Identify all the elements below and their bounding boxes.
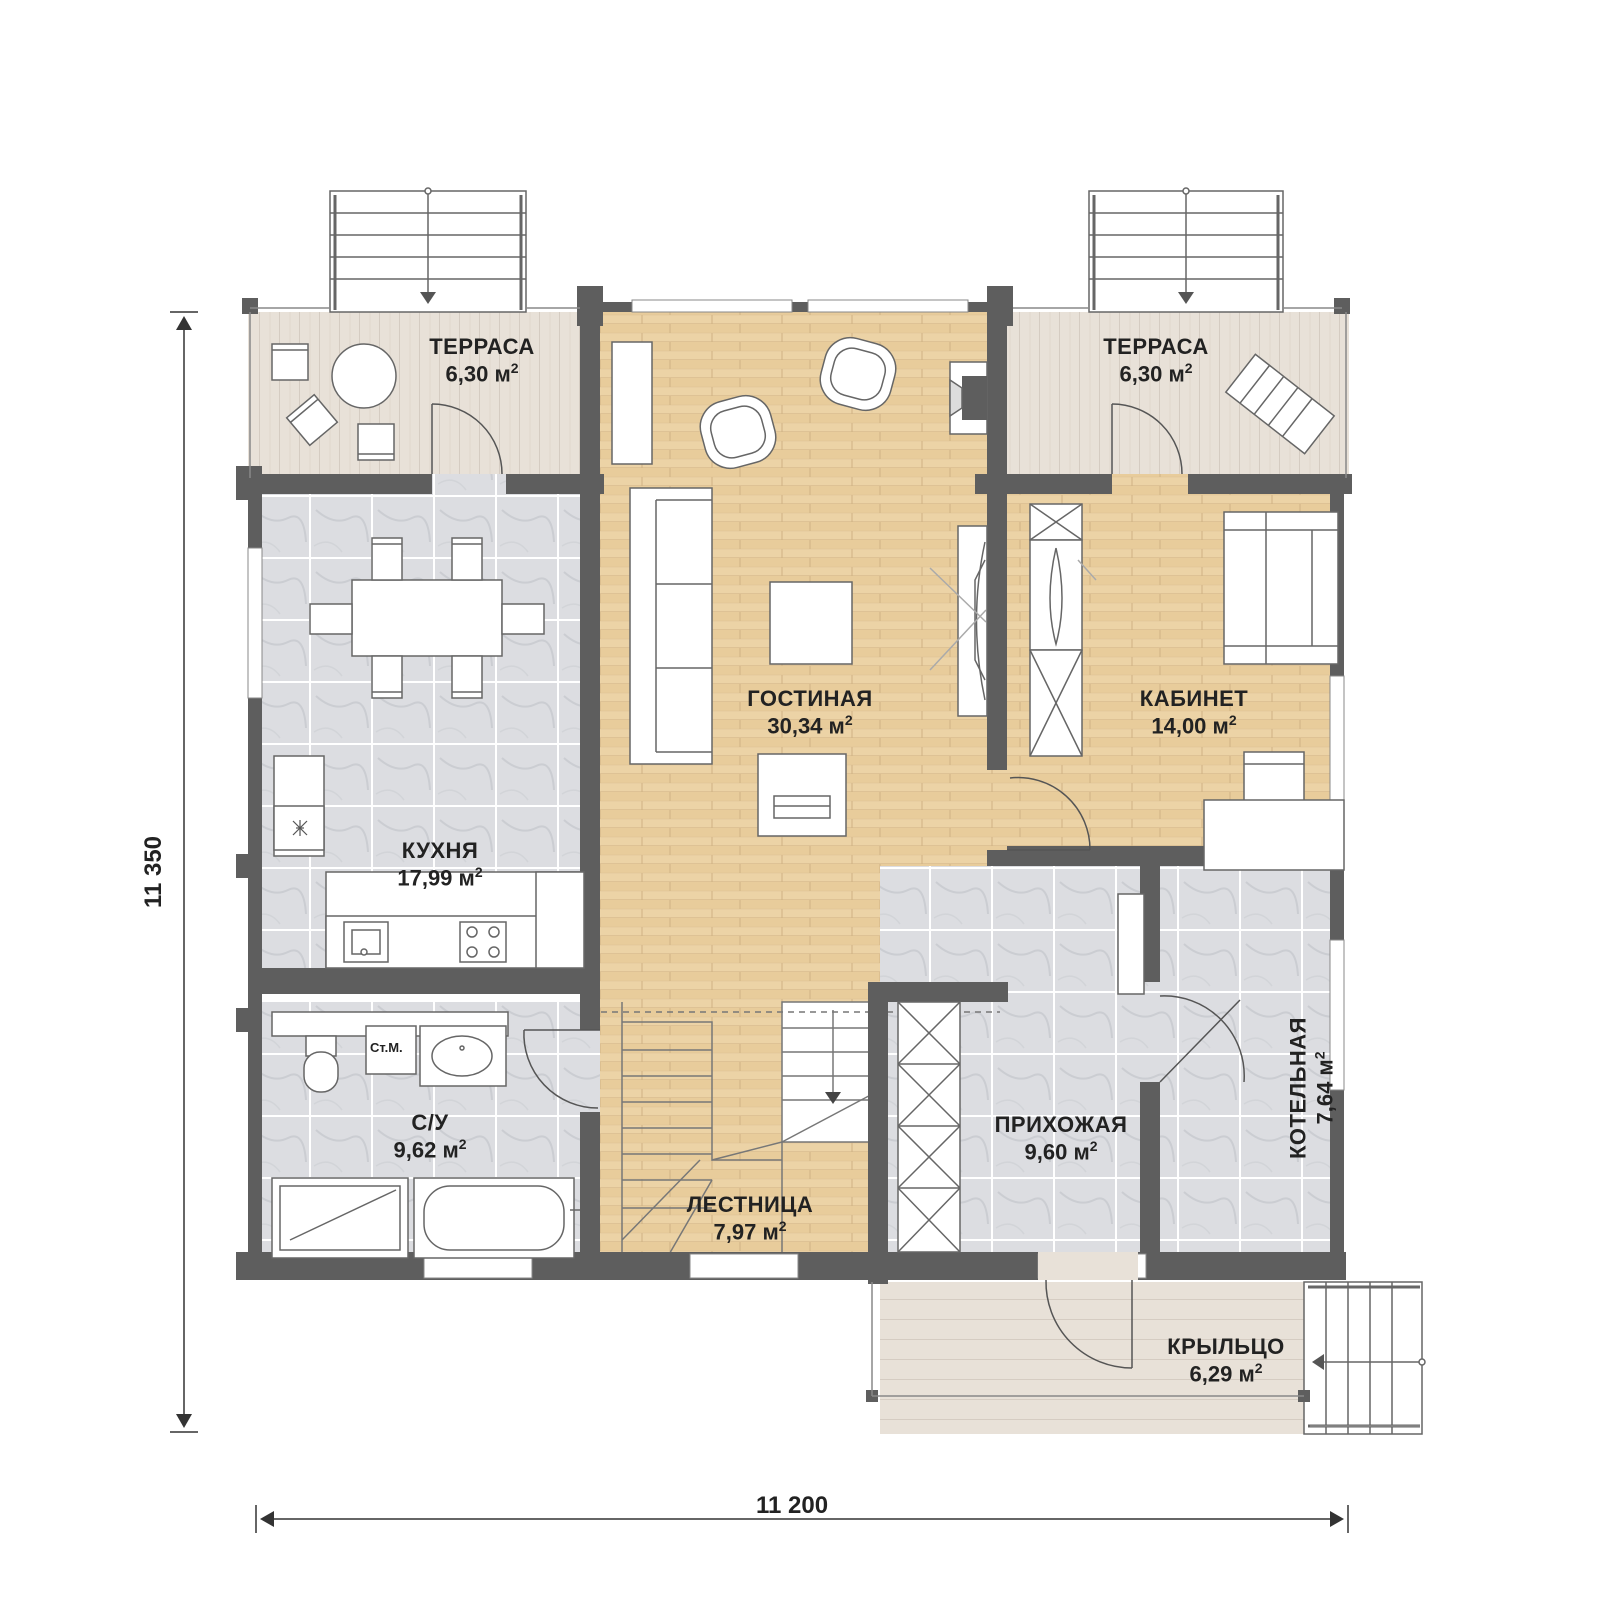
room-label-living: ГОСТИНАЯ 30,34 м2 <box>710 686 910 739</box>
porch-stairs <box>1303 1281 1426 1435</box>
staircase <box>590 1001 1000 1271</box>
snowflake-icon <box>292 820 308 836</box>
room-name: С/У <box>411 1110 449 1135</box>
room-label-hall: ПРИХОЖАЯ 9,60 м2 <box>966 1112 1156 1165</box>
room-name: ЛЕСТНИЦА <box>686 1192 814 1217</box>
room-name: КАБИНЕТ <box>1139 686 1249 711</box>
room-label-boiler: КОТЕЛЬНАЯ 7,64 м2 <box>1285 988 1338 1188</box>
room-area: 6,30 <box>445 361 489 387</box>
room-name: КУХНЯ <box>401 838 479 863</box>
dimension-width: 11 200 <box>756 1492 829 1519</box>
room-label-office: КАБИНЕТ 14,00 м2 <box>1104 686 1284 739</box>
room-name: ТЕРРАСА <box>1103 334 1209 359</box>
room-label-bathroom: С/У 9,62 м2 <box>350 1110 510 1163</box>
dimension-lines <box>170 311 1349 1533</box>
room-label-kitchen: КУХНЯ 17,99 м2 <box>350 838 530 891</box>
room-label-stairs: ЛЕСТНИЦА 7,97 м2 <box>650 1192 850 1245</box>
room-area: 7,64 <box>1312 1081 1338 1125</box>
terrace-stairs-left <box>329 187 527 313</box>
room-area: 17,99 <box>397 865 453 891</box>
room-area: 9,60 <box>1024 1139 1068 1165</box>
room-label-terrace-left: ТЕРРАСА 6,30 м2 <box>392 334 572 387</box>
room-name: ПРИХОЖАЯ <box>994 1112 1128 1137</box>
railings <box>249 307 1420 1427</box>
terrace-stairs-right <box>1088 187 1284 313</box>
room-area: 9,62 <box>393 1137 437 1163</box>
room-label-terrace-right: ТЕРРАСА 6,30 м2 <box>1066 334 1246 387</box>
washer-label: Ст.М. <box>370 1040 403 1055</box>
room-area: 6,29 <box>1189 1361 1233 1387</box>
room-name: ТЕРРАСА <box>429 334 535 359</box>
room-area: 6,30 <box>1119 361 1163 387</box>
room-name: ГОСТИНАЯ <box>747 686 873 711</box>
furniture <box>271 336 1345 1259</box>
room-name: КОТЕЛЬНАЯ <box>1285 1017 1311 1159</box>
room-area: 14,00 <box>1151 713 1207 739</box>
doors <box>431 403 1245 1369</box>
room-label-porch: КРЫЛЬЦО 6,29 м2 <box>1136 1334 1316 1387</box>
room-area: 7,97 <box>713 1219 757 1245</box>
dimension-height: 11 350 <box>140 835 168 909</box>
room-area: 30,34 <box>767 713 823 739</box>
room-name: КРЫЛЬЦО <box>1167 1334 1285 1359</box>
